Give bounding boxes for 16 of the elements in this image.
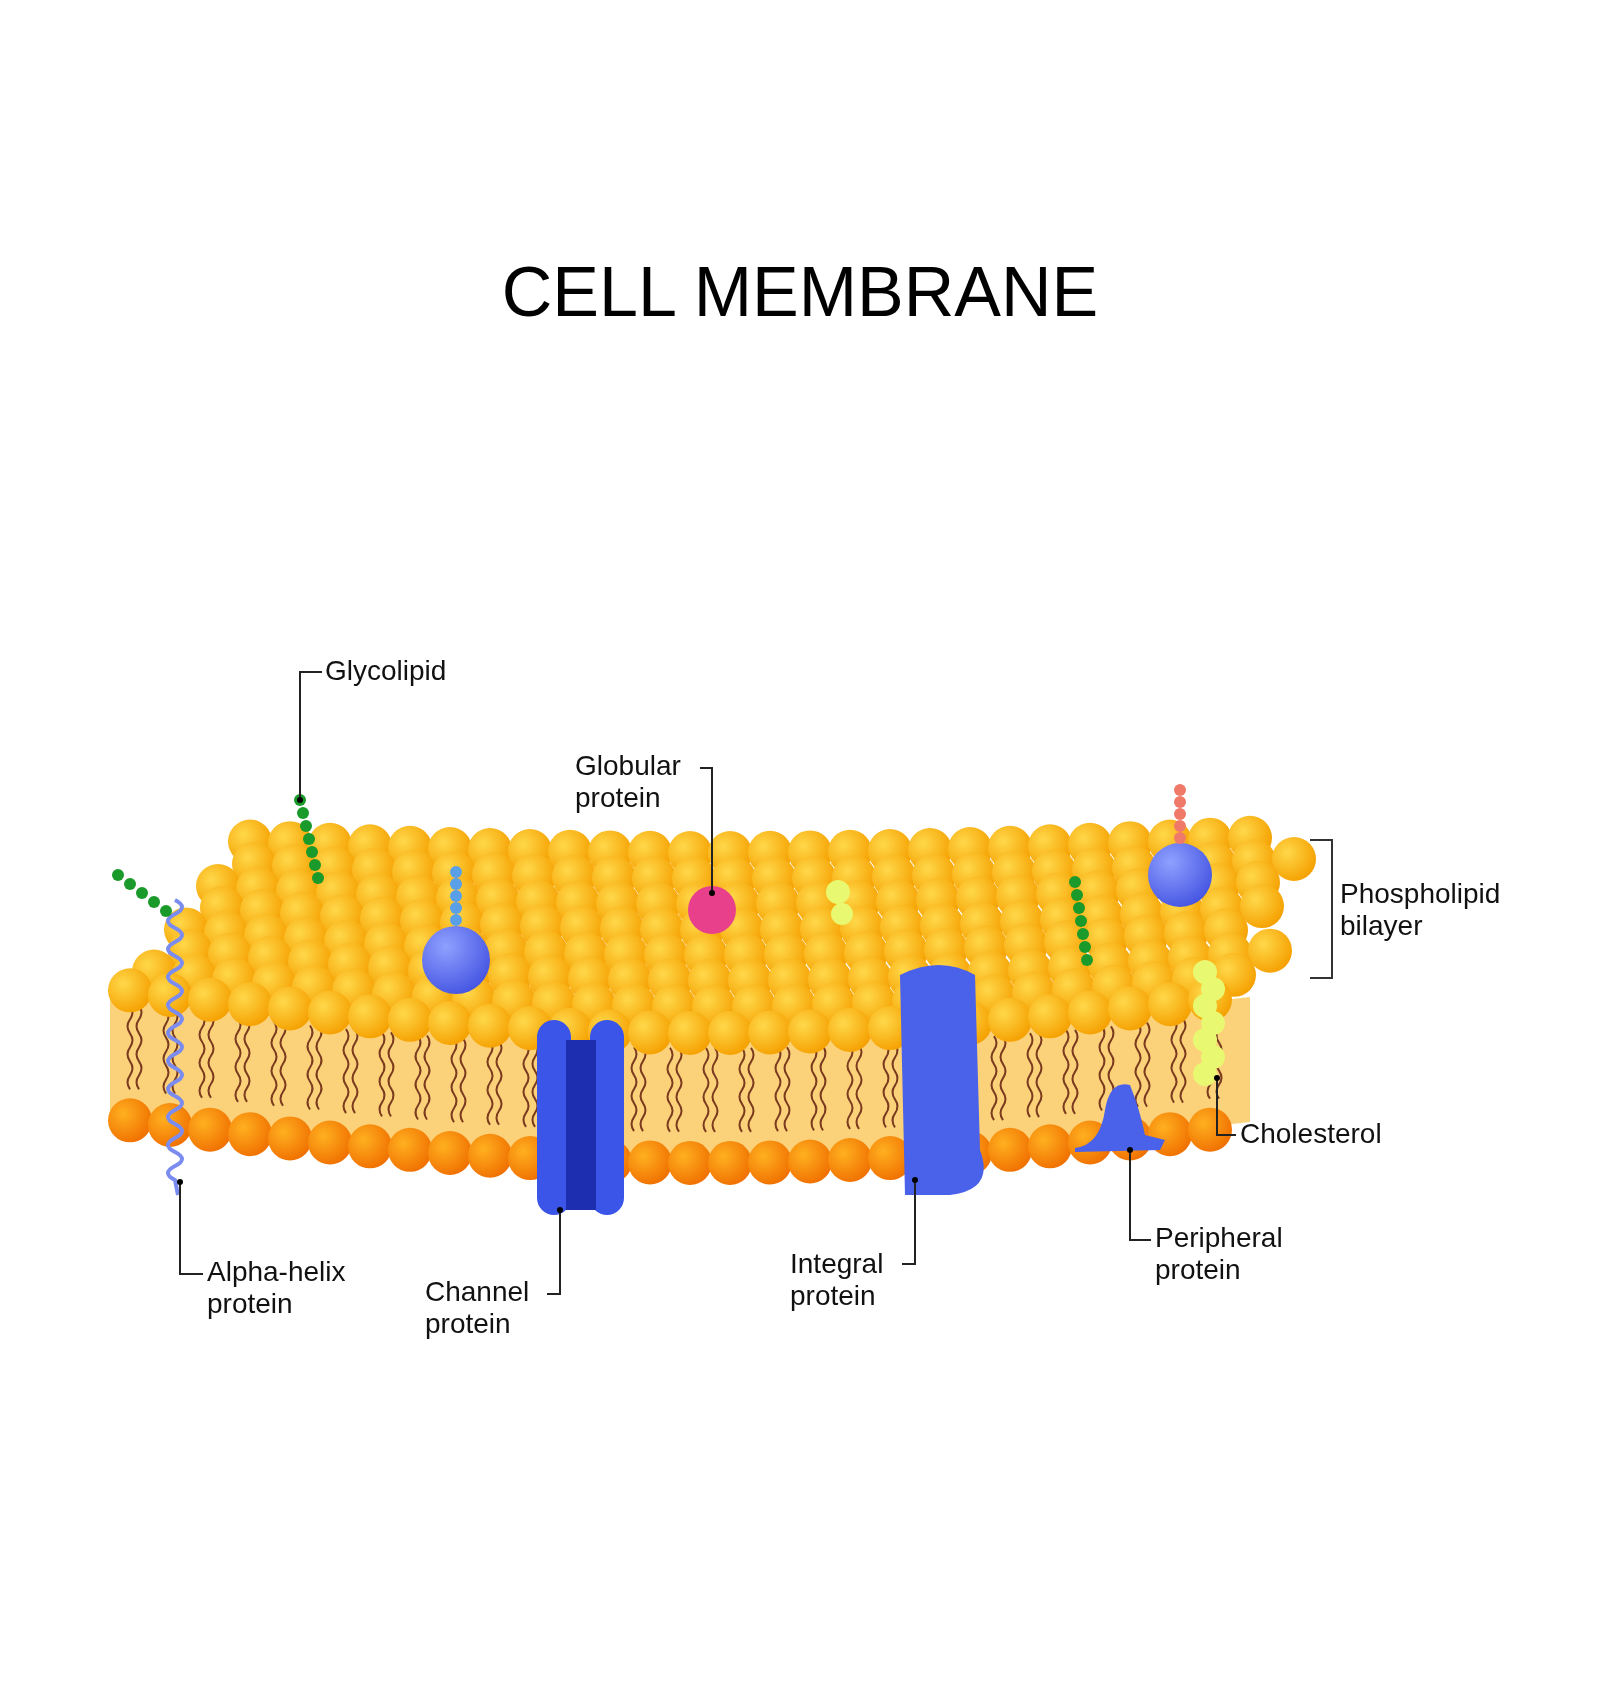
part-label: Channel protein [425,1276,545,1340]
part-label: Peripheral protein [1155,1222,1295,1286]
title: CELL MEMBRANE [500,252,1100,332]
part-label: Integral protein [790,1248,900,1312]
part-label: Alpha-helix protein [207,1256,367,1320]
part-label: Globular protein [575,750,697,814]
leader-line [546,1207,563,1295]
leader-line [699,767,715,896]
leader-line [1127,1147,1152,1241]
leader-line [901,1177,918,1265]
leader-line [297,671,323,803]
part-label: Cholesterol [1240,1118,1420,1150]
part-label: Phospholipid bilayer [1340,878,1502,942]
part-label: Glycolipid [325,655,485,687]
leader-line [177,1179,204,1275]
leader-line [1214,1075,1237,1136]
